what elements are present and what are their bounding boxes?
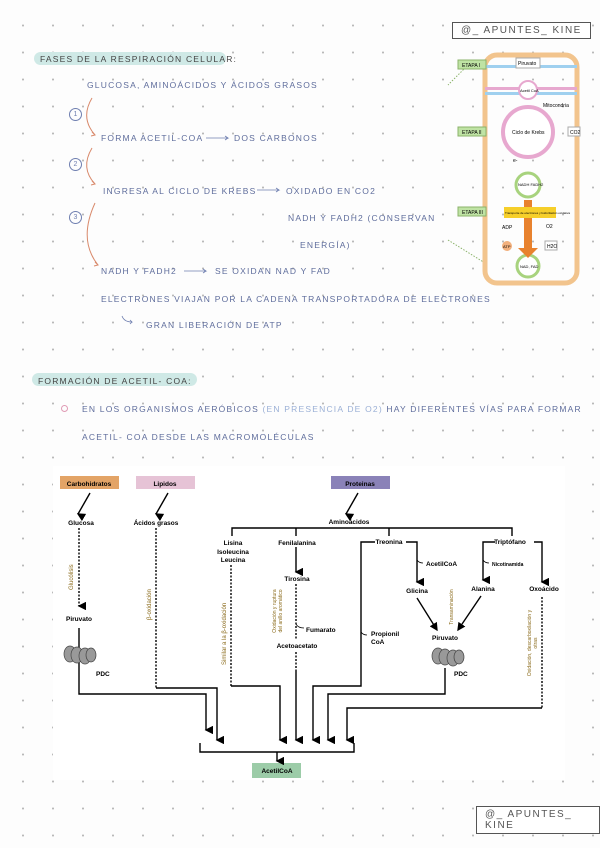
phase3-text: NADH y FADH2	[101, 266, 177, 276]
electron-text: Electrones viajan por la cadena transpor…	[101, 294, 491, 304]
lipidos-label: Lipidos	[153, 481, 176, 488]
mito-o2: O2	[546, 224, 553, 230]
mito-h2o: H2O	[547, 244, 557, 250]
pdc-complex-left-icon	[63, 645, 97, 665]
phase1-text: Forma acetil-CoA	[101, 133, 204, 143]
mito-mitocondria: Mitocondria	[543, 103, 569, 109]
lisina-label: Lisina	[224, 540, 243, 547]
mito-acetil: Acetil CoA	[520, 88, 539, 93]
bullet-text: En los organismos aeróbicos (en presenci…	[82, 404, 582, 414]
mito-atp: ATP	[503, 244, 511, 249]
phase2-text: Ingresa al ciclo de Krebs	[103, 186, 257, 196]
leucina-label: Leucina	[221, 557, 246, 564]
atp-text: Gran liberación de ATP	[146, 320, 283, 330]
beta-oxidacion-label: β-oxidación	[147, 589, 153, 620]
bullet-icon	[61, 405, 68, 412]
mito-nad: NAD, FAD	[520, 264, 539, 269]
start-text: Glucosa, aminoácidos y ácidos grasos	[87, 80, 318, 90]
piruvato-left-label: Piruvato	[66, 616, 92, 623]
acetoacetato-label: Acetoacetato	[277, 643, 318, 650]
aminoacidos-label: Aminoácidos	[329, 519, 370, 526]
fenilalanina-label: Fenilalanina	[278, 540, 316, 547]
phase2-note-cont: energía)	[300, 240, 351, 250]
piruvato-right-label: Piruvato	[432, 635, 458, 642]
fumarato-label: Fumarato	[306, 627, 336, 634]
isoleucina-label: Isoleucina	[217, 549, 249, 556]
glucosa-label: Glucosa	[68, 520, 94, 527]
oxoacido-label: Oxoácido	[529, 586, 559, 593]
section-title-fases: Fases de la respiración celular:	[40, 54, 238, 64]
phase3-result: se oxidan NAD y FAD	[215, 266, 332, 276]
mito-krebs: Ciclo de Krebs	[512, 130, 545, 136]
bullet-text-cont: acetil- CoA desde las macromoléculas	[82, 432, 315, 442]
carbohidratos-label: Carbohidratos	[67, 481, 112, 488]
pdc-right-label: PDC	[454, 671, 468, 678]
propionil-coa-label: CoA	[371, 639, 385, 646]
triptofano-label: Triptófano	[494, 539, 526, 546]
acidos-grasos-label: Ácidos grasos	[134, 518, 179, 527]
mito-transporte: Transporte de electrones y fosforilación…	[505, 211, 570, 215]
acetilcoa-label: AcetilCoA	[261, 768, 292, 775]
phase2-note: NADH y FADH2 (conservan	[288, 213, 436, 223]
etapa-3-label: ETAPA III	[462, 210, 483, 216]
step-3-badge: 3	[69, 211, 82, 224]
pdc-left-label: PDC	[96, 671, 110, 678]
etapa-2-label: ETAPA II	[462, 130, 482, 136]
proteinas-box	[331, 476, 390, 489]
mito-piruvato: Piruvato	[518, 61, 537, 67]
step-2-badge: 2	[69, 158, 82, 171]
watermark-bottom: @_ APUNTES_ KINE	[476, 806, 600, 834]
phase1-result: dos carbonos	[234, 133, 318, 143]
propionil-label: Propionil	[371, 631, 399, 638]
glicina-label: Glicina	[406, 588, 428, 595]
carbohidratos-box	[60, 476, 119, 489]
mito-adp: ADP	[502, 225, 513, 231]
mito-nadh: NADH FADH2	[518, 182, 544, 187]
pdc-complex-right-icon	[431, 647, 465, 667]
acetilcoa-side-label: AcetilCoA	[426, 561, 457, 568]
similar-beta-label: Similar a la β-oxidación	[222, 603, 228, 665]
phase2-result: oxidado en CO2	[286, 186, 377, 196]
step-1-badge: 1	[69, 108, 82, 121]
watermark-top: @_ APUNTES_ KINE	[452, 22, 591, 39]
mito-e: e-	[513, 158, 518, 164]
etapa-1-label: ETAPA I	[462, 63, 480, 69]
glucolisis-label: Glucólisis	[69, 564, 75, 590]
transaminacion-label: Transaminación	[449, 589, 455, 625]
section-title-formacion: Formación de Acetil- CoA:	[38, 376, 192, 386]
lipidos-box	[136, 476, 195, 489]
nicotinamida-label: Nicotinamida	[492, 562, 524, 568]
oxidacion-anillo-label: Oxidación y ruptura del anillo aromático	[272, 589, 284, 633]
mitochondria-figure: ETAPA I ETAPA II ETAPA III Piruvato Acet…	[447, 52, 581, 286]
alanina-label: Alanina	[471, 586, 495, 593]
tirosina-label: Tirosina	[284, 576, 310, 583]
acetilcoa-box	[252, 763, 301, 778]
step-arrows	[86, 97, 281, 325]
oxidacion-descarboxilacion-label: Oxidación, descarboxilación y otras	[527, 609, 539, 677]
proteinas-label: Proteinas	[345, 481, 375, 488]
mito-co2: CO2	[570, 130, 581, 136]
treonina-label: Treonina	[375, 539, 402, 546]
